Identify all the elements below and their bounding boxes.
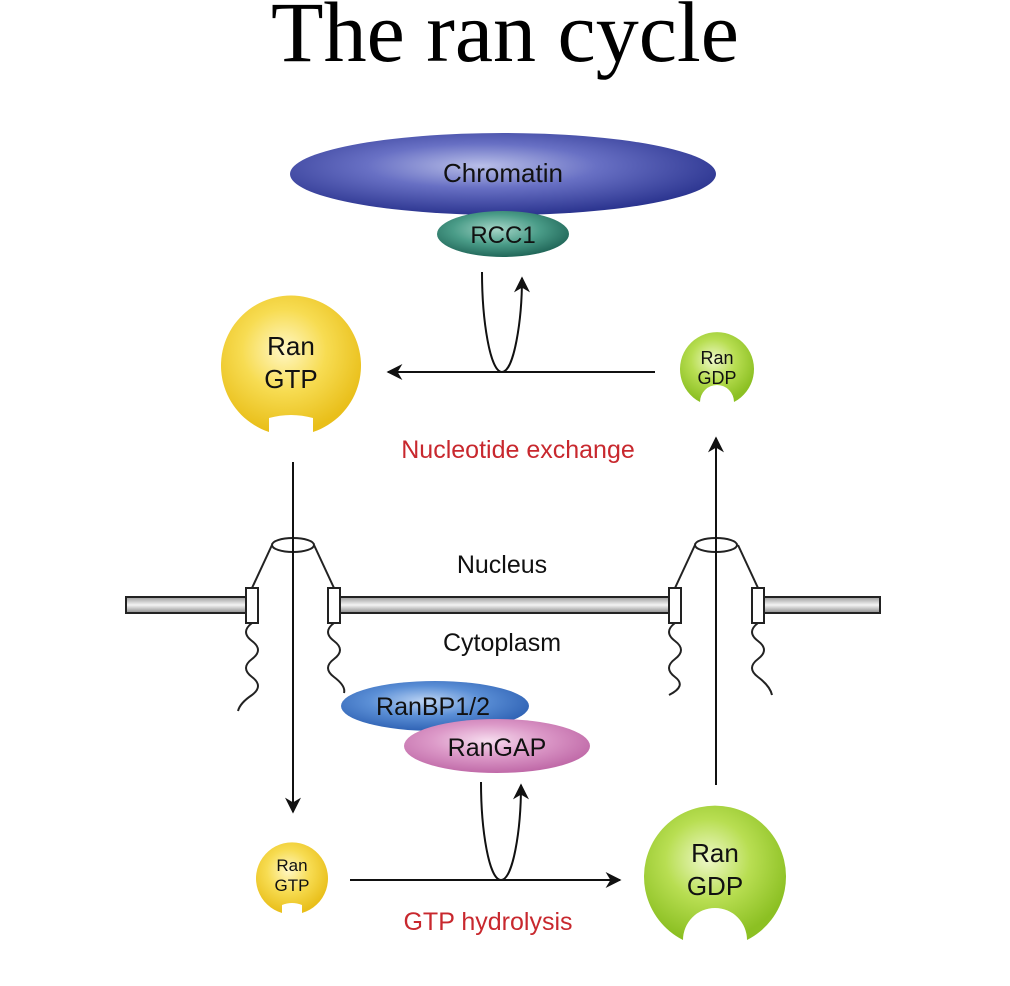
rcc1-shape	[437, 211, 569, 257]
cytoplasm-label: Cytoplasm	[443, 629, 561, 657]
ran-gtp-bottom-shape	[256, 842, 328, 913]
chromatin-shape	[290, 133, 716, 215]
pore-post-2	[327, 587, 341, 624]
nucleus-label: Nucleus	[457, 551, 547, 579]
ran-gtp-bottom-label-1: Ran	[276, 856, 307, 875]
pore-post-1	[245, 587, 259, 624]
ran-gtp-top-label-1: Ran	[267, 331, 315, 361]
ran-gdp-bottom-label-1: Ran	[691, 838, 739, 868]
cytoplasmic-filaments	[237, 622, 773, 712]
rangap-label: RanGAP	[448, 734, 547, 762]
nuclear-membrane	[125, 596, 881, 614]
pore-post-3	[668, 587, 682, 624]
ran-gdp-bottom-label-2: GDP	[687, 871, 743, 901]
ran-gdp-top-label-1: Ran	[700, 348, 733, 368]
ran-gtp-top-shape	[221, 295, 361, 432]
ran-gdp-bottom-shape	[644, 805, 787, 940]
nucleotide-exchange-label: Nucleotide exchange	[401, 436, 635, 464]
chromatin-label: Chromatin	[443, 158, 563, 188]
ran-gtp-top-label-2: GTP	[264, 364, 317, 394]
page-title: The ran cycle	[271, 0, 739, 80]
ran-gtp-bottom-label-2: GTP	[275, 876, 310, 895]
pore-post-4	[751, 587, 765, 624]
rangap-shape	[404, 719, 590, 773]
hydrolysis-loop-arrow	[480, 781, 529, 882]
ranbp-label: RanBP1/2	[376, 693, 490, 721]
ranbp-shape	[341, 681, 529, 731]
ran-gdp-top-shape	[680, 332, 755, 402]
gtp-hydrolysis-label: GTP hydrolysis	[403, 908, 572, 936]
ran-gdp-top-label-2: GDP	[697, 368, 736, 388]
rcc1-label: RCC1	[470, 222, 535, 249]
exchange-loop-arrow	[481, 271, 530, 374]
